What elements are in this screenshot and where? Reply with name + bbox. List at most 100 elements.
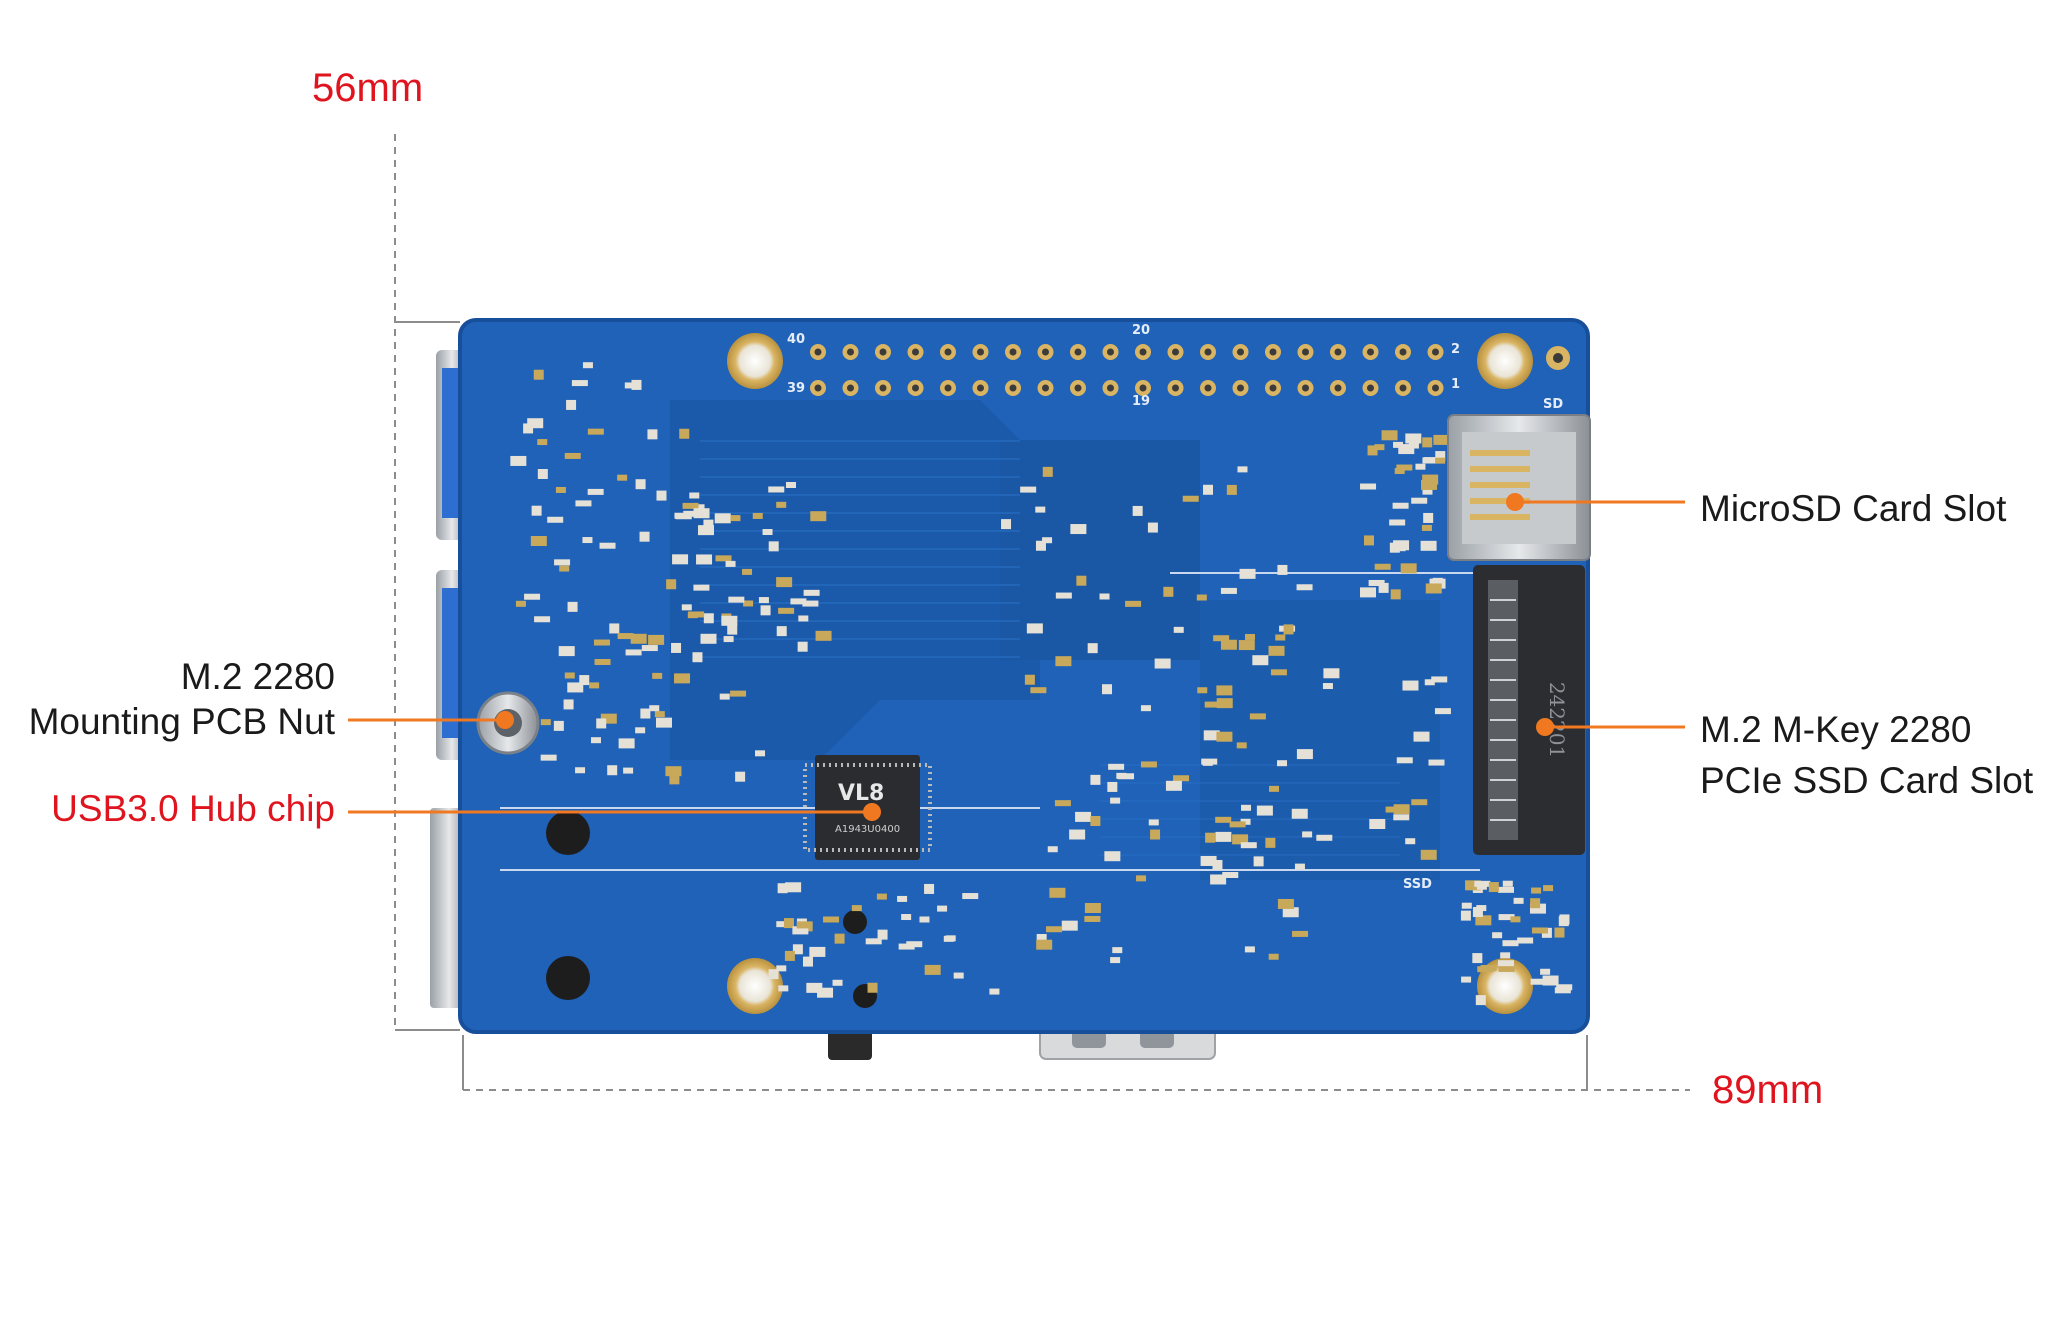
nut-callout-line1: M.2 2280 [180,656,335,697]
smd-component [1465,880,1482,891]
smd-component [1405,838,1416,845]
smd-component [1196,594,1207,601]
gpio-pad-hole [1172,384,1179,392]
chip-part-number: A1943U0400 [835,824,900,835]
smd-component [593,639,610,646]
smd-component [1239,568,1256,579]
smd-component [1244,633,1255,640]
gpio-pad-hole [879,348,887,356]
smd-component [1500,952,1511,959]
smd-component [1554,987,1571,994]
silk-sd: SD [1543,397,1563,412]
gpio-pad-hole [1399,348,1407,356]
smd-component [1107,781,1118,792]
smd-component [1035,506,1046,513]
smd-component [1369,819,1386,830]
smd-component [792,928,809,935]
smd-component [1378,582,1389,593]
smd-component [778,985,789,992]
smd-component [1360,587,1377,598]
smd-component [655,717,672,728]
smd-component [1425,583,1442,594]
smd-component [1502,880,1513,887]
smd-component [1277,564,1288,575]
smd-component [1322,683,1333,690]
smd-component [1428,759,1445,766]
smd-component [1042,466,1053,477]
smd-component [714,513,731,524]
smd-component [1070,524,1087,535]
smd-component [1110,797,1121,804]
silk-pin-19: 19 [1132,394,1150,409]
smd-component [1398,444,1415,455]
gpio-pad-hole [1302,348,1309,356]
smd-component [1140,761,1157,768]
smd-component [582,537,593,544]
gpio-pad-hole [912,384,919,392]
gpio-pad-hole [1042,348,1049,356]
smd-component [1420,849,1437,860]
smd-component [1475,995,1486,1006]
smd-component [962,893,979,900]
gpio-header-pads [810,344,1444,396]
smd-component [1461,902,1472,909]
smd-component [768,969,779,980]
gpio-pad-hole [1107,384,1114,392]
smd-component [715,555,732,562]
smd-component [554,559,571,566]
smd-component [1531,887,1542,894]
gpio-pad-hole [944,348,952,356]
smd-component [1435,451,1446,462]
smd-component [1236,742,1247,749]
smd-component [1275,634,1286,641]
smd-component [590,737,601,744]
smd-component [1035,540,1046,551]
smd-component [625,649,642,656]
smd-component [587,428,604,435]
smd-component [897,895,908,902]
m2-slot: 242201 [1473,565,1585,855]
smd-component [1393,804,1410,815]
smd-component [803,589,820,596]
smd-component [1283,624,1294,635]
smd-component [587,488,604,495]
smd-component [596,718,607,729]
smd-component [1173,775,1190,782]
smd-component [901,914,912,921]
smd-component [1240,842,1257,849]
smd-component [898,943,915,950]
smd-component [1226,484,1237,495]
smd-component [776,626,787,637]
gpio-pad-hole [1334,348,1342,356]
smd-component [1256,805,1273,816]
smd-component [1360,483,1377,490]
smd-component [683,510,700,517]
black-spacers [546,811,877,1008]
callout-dot-hub [863,803,881,821]
smd-component [1046,926,1063,933]
smd-component [937,905,948,912]
smd-component [1204,701,1221,708]
smd-component [1238,640,1255,651]
smd-component [730,690,747,697]
smd-component [785,882,802,893]
smd-component [1054,800,1071,807]
smd-component [689,492,700,499]
gpio-pad-hole [847,348,854,356]
smd-component [1488,882,1499,893]
smd-component [1042,537,1053,544]
smd-component [752,512,763,519]
smd-component [832,979,843,986]
smd-component [1502,940,1519,947]
smd-component [1498,914,1515,921]
smd-component [1415,463,1426,470]
smd-component [631,379,642,390]
smd-component [617,474,628,481]
smd-component [566,399,577,410]
smd-component [1498,961,1515,972]
smd-component [1140,705,1151,712]
smd-component [641,645,658,652]
smd-component [924,883,935,894]
gpio-pad-hole [1399,384,1407,392]
smd-component [777,883,788,894]
